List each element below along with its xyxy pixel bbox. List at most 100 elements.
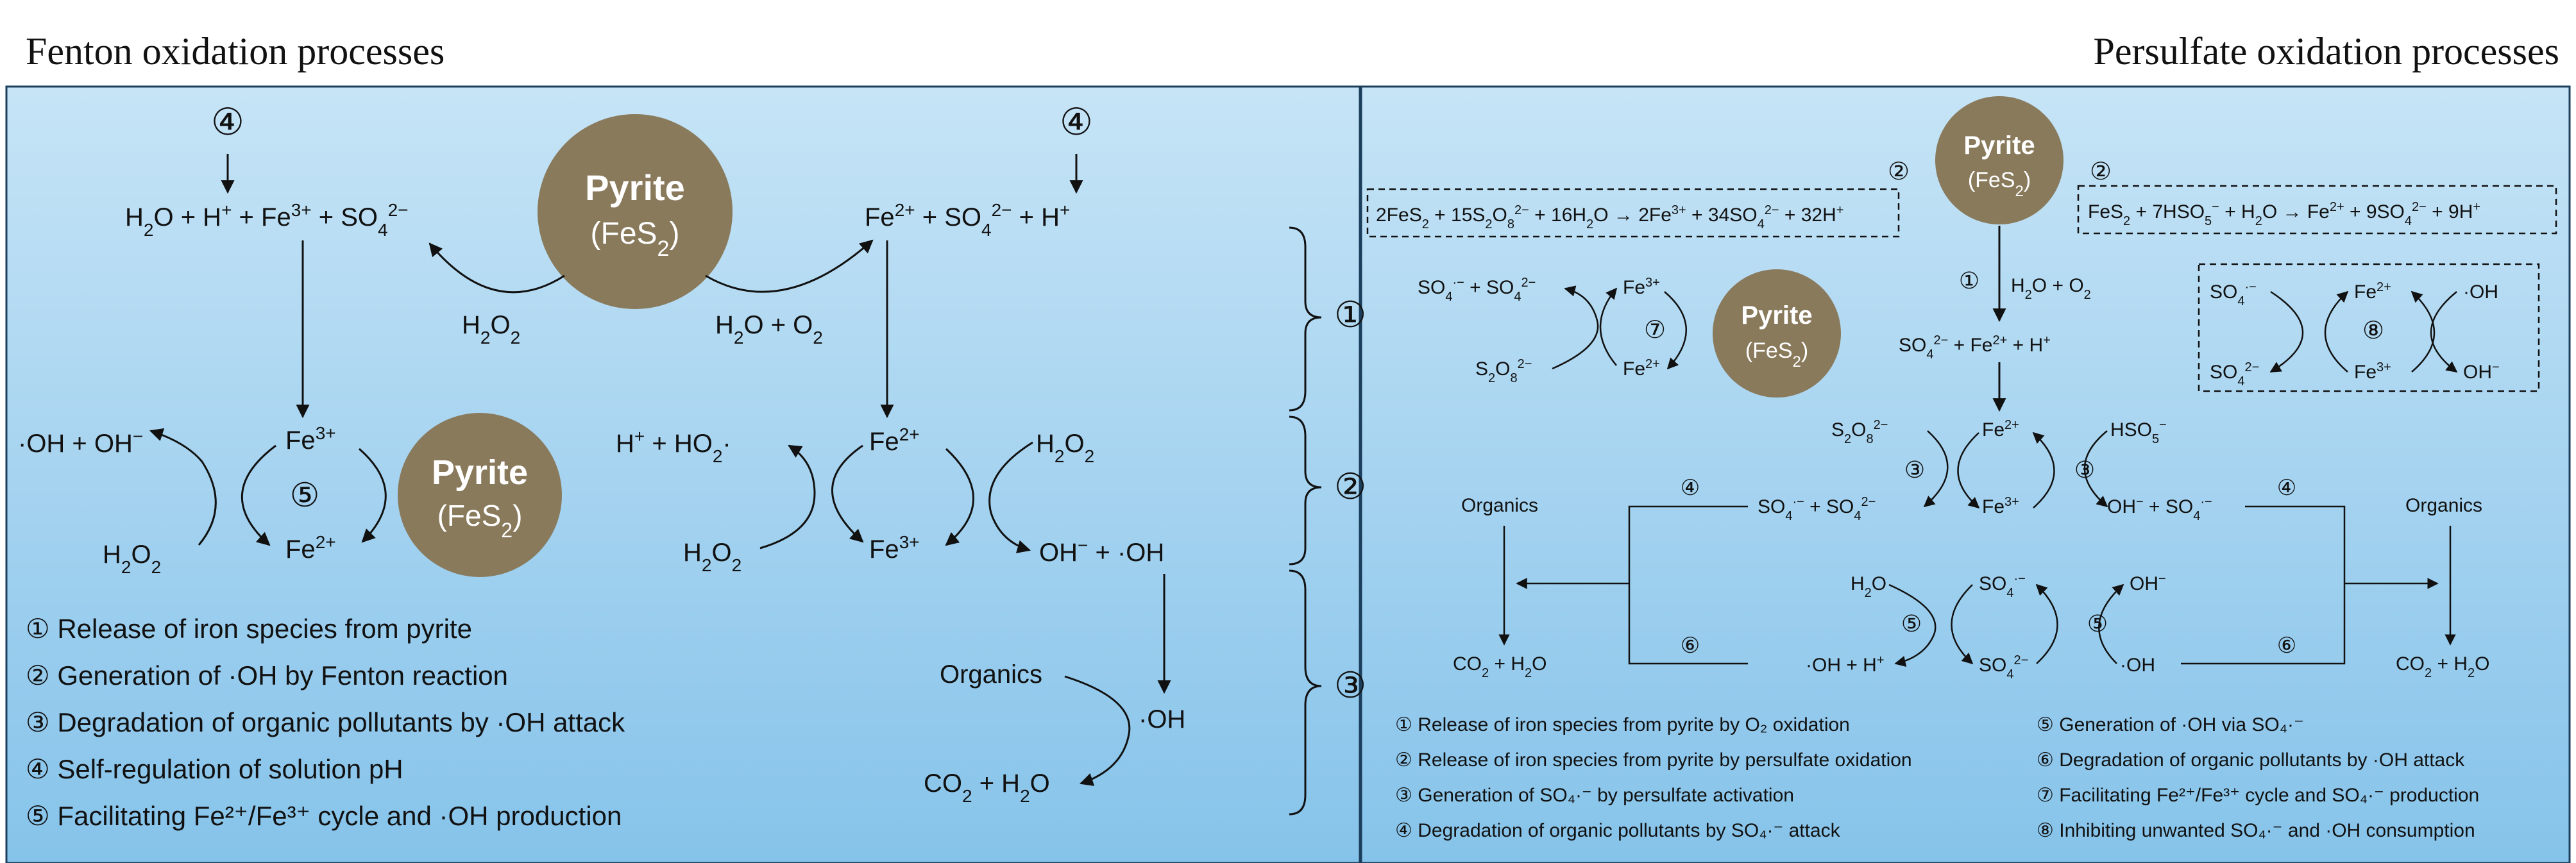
ps-fe3-c7: Fe3+ — [1623, 276, 1660, 298]
pyrite-icon — [1935, 96, 2063, 224]
ps-step2-right: ② — [2090, 158, 2112, 185]
ps-fe3-c3: Fe3+ — [1982, 495, 2019, 517]
ps-fe3-c8: Fe3+ — [2354, 360, 2391, 383]
ps-ohm-so4r: OH− + SO4·− — [2107, 495, 2212, 523]
fenton-diagram: ④ ④ H2O + H+ + Fe3+ + SO42− Fe2+ + SO42−… — [18, 101, 1366, 831]
ps-fe2-c3: Fe2+ — [1982, 418, 2019, 440]
persulfate-diagram: Pyrite (FeS2) ② ② 2FeS2 + 15S2O82− + 16H… — [1366, 96, 2557, 841]
fenton-fe3-right: Fe3+ — [869, 532, 920, 564]
pyrite-formula: (FeS2) — [437, 499, 523, 542]
fenton-h2o2-left: H2O2 — [103, 540, 161, 577]
brace-2 — [1289, 415, 1322, 566]
ps-step4-right: ④ — [2277, 476, 2296, 500]
ps-legend-5: ⑤ Generation of ·OH via SO₄·⁻ — [2037, 714, 2304, 735]
ps-step7: ⑦ — [1644, 317, 1666, 344]
fenton-h2o2-mid: H2O2 — [683, 539, 741, 575]
ps-so4r-c8: SO4·− — [2210, 280, 2257, 308]
ps-organics-left: Organics — [1461, 495, 1538, 516]
fenton-h2o-o2: H2O + O2 — [715, 311, 823, 348]
pyrite-formula: (FeS2) — [1745, 339, 1808, 371]
brace-label-3: ③ — [1334, 665, 1366, 705]
ps-so42-c5: SO42− — [1979, 653, 2028, 682]
fenton-legend-1: ① Release of iron species from pyrite — [26, 614, 472, 644]
fenton-eq-right: Fe2+ + SO42− + H+ — [865, 200, 1070, 240]
pyrite-icon — [398, 413, 562, 577]
pyrite-formula: (FeS2) — [1968, 168, 2031, 200]
ps-step5-left: ⑤ — [1901, 610, 1922, 637]
ps-oh-h: ·OH + H+ — [1806, 653, 1885, 676]
ps-h2o: H2O — [1851, 573, 1886, 600]
brace-label-2: ② — [1334, 466, 1366, 507]
pyrite-icon — [538, 114, 733, 309]
ps-step4-left: ④ — [1681, 476, 1700, 500]
ps-co2-h2o-left: CO2 + H2O — [1453, 653, 1546, 680]
ps-ohm-c5: OH− — [2130, 572, 2166, 594]
fenton-h2o2-right: H2O2 — [1036, 430, 1094, 466]
fenton-step4-left: ④ — [211, 101, 244, 143]
ps-so42-c8: SO42− — [2210, 360, 2259, 389]
ps-eq2: FeS2 + 7HSO5− + H2O → Fe2+ + 9SO42− + 9H… — [2088, 200, 2480, 228]
ps-so4r-so4-top: SO4·− + SO42− — [1418, 276, 1536, 304]
ps-step3-left: ③ — [1904, 457, 1925, 483]
fenton-organics: Organics — [940, 660, 1042, 689]
ps-step2-left: ② — [1888, 158, 1910, 185]
title-persulfate: Persulfate oxidation processes — [2094, 30, 2559, 72]
ps-step8: ⑧ — [2362, 317, 2384, 344]
ps-legend-1: ① Release of iron species from pyrite by… — [1395, 714, 1850, 735]
ps-step6-left: ⑥ — [1681, 633, 1700, 658]
pyrite-formula: (FeS2) — [591, 217, 680, 261]
pyrite-label: Pyrite — [1963, 131, 2035, 160]
ps-so4r-c5: SO4·− — [1979, 572, 2026, 600]
ps-s2o8-c3: S2O82− — [1831, 418, 1888, 446]
fenton-fe2-left: Fe2+ — [285, 532, 336, 564]
ps-co2-h2o-right: CO2 + H2O — [2396, 653, 2489, 680]
ps-legend-6: ⑥ Degradation of organic pollutants by ·… — [2037, 750, 2465, 771]
pyrite-label: Pyrite — [1741, 301, 1812, 330]
fenton-fe3-left: Fe3+ — [285, 423, 336, 455]
fenton-oh-radical: ·OH — [1139, 705, 1185, 733]
brace-3 — [1289, 569, 1322, 816]
ps-step5-right: ⑤ — [2087, 610, 2108, 637]
ps-step6-right: ⑥ — [2277, 633, 2296, 658]
fenton-co2-h2o: CO2 + H2O — [924, 769, 1050, 806]
fenton-legend-4: ④ Self-regulation of solution pH — [26, 754, 403, 784]
pyrite-label: Pyrite — [432, 453, 528, 492]
fenton-oh-ohm: ·OH + OH− — [18, 426, 143, 458]
fenton-eq-left: H2O + H+ + Fe3+ + SO42− — [125, 200, 409, 240]
fenton-ohm-oh: OH− + ·OH — [1039, 535, 1164, 567]
ps-hso5: HSO5− — [2110, 418, 2167, 446]
ps-legend-2: ② Release of iron species from pyrite by… — [1395, 750, 1912, 771]
fenton-legend-2: ② Generation of ·OH by Fenton reaction — [26, 660, 508, 691]
ps-fe2-c7: Fe2+ — [1623, 357, 1660, 380]
fenton-h2o2-top: H2O2 — [462, 311, 520, 348]
ps-ohm-c8: OH− — [2463, 360, 2500, 383]
title-fenton: Fenton oxidation processes — [26, 30, 445, 72]
ps-legend-3: ③ Generation of SO₄·⁻ by persulfate acti… — [1395, 785, 1794, 806]
fenton-h-ho2: H+ + HO2· — [616, 426, 731, 466]
ps-so4-fe-h: SO42− + Fe2+ + H+ — [1899, 333, 2051, 362]
ps-eq1: 2FeS2 + 15S2O82− + 16H2O → 2Fe3+ + 34SO4… — [1376, 203, 1843, 231]
ps-legend-7: ⑦ Facilitating Fe²⁺/Fe³⁺ cycle and SO₄·⁻… — [2037, 785, 2479, 806]
pyrite-icon — [1713, 269, 1841, 398]
ps-eq2-box — [2077, 185, 2557, 235]
fenton-legend-3: ③ Degradation of organic pollutants by ·… — [26, 707, 625, 737]
fenton-fe2-right: Fe2+ — [869, 424, 920, 457]
brace-label-1: ① — [1334, 294, 1366, 335]
ps-oh-c5: ·OH — [2120, 655, 2155, 676]
fenton-step5: ⑤ — [290, 477, 320, 514]
ps-fe2-c8: Fe2+ — [2354, 280, 2391, 303]
ps-so4r-so4-mid: SO4·− + SO42− — [1758, 495, 1876, 523]
persulfate-panel — [1360, 85, 2571, 863]
brace-1 — [1289, 226, 1322, 412]
fenton-legend-5: ⑤ Facilitating Fe²⁺/Fe³⁺ cycle and ·OH p… — [26, 801, 622, 831]
ps-h2o-o2: H2O + O2 — [2011, 275, 2091, 302]
ps-organics-right: Organics — [2405, 495, 2482, 516]
ps-legend-8: ⑧ Inhibiting unwanted SO₄·⁻ and ·OH cons… — [2037, 820, 2475, 841]
ps-s2o8-c7: S2O82− — [1475, 357, 1532, 385]
pyrite-label: Pyrite — [585, 167, 685, 208]
ps-cycle8-box — [2198, 263, 2540, 392]
ps-oh-c8: ·OH — [2463, 281, 2498, 303]
ps-step1: ① — [1959, 267, 1979, 294]
ps-legend-4: ④ Degradation of organic pollutants by S… — [1395, 820, 1841, 841]
